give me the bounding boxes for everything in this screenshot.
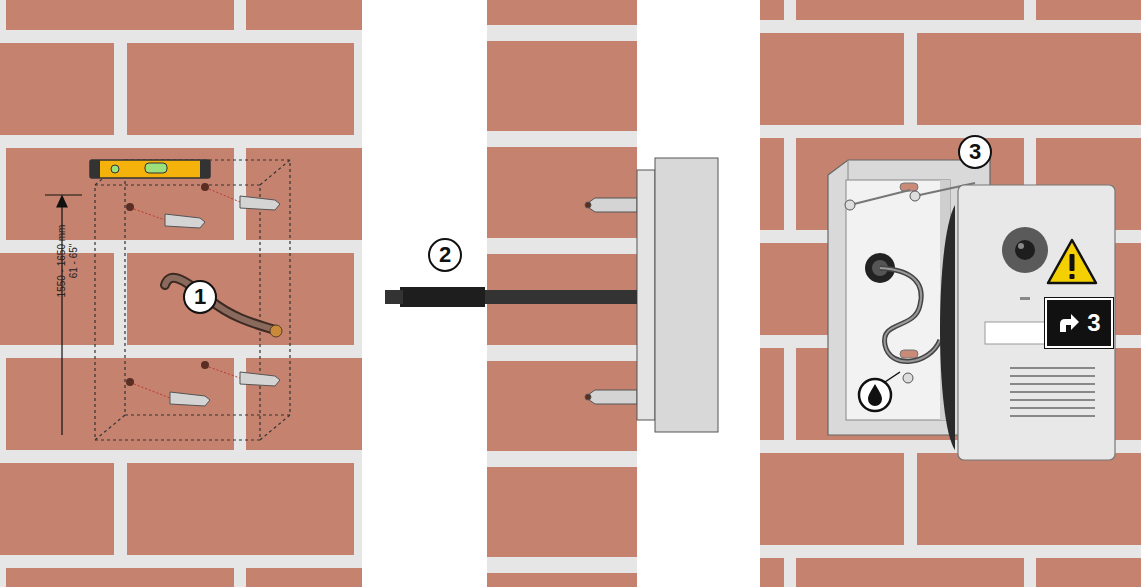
height-dimension bbox=[45, 195, 82, 435]
callout-number: 1 bbox=[194, 286, 206, 308]
wall-plugs bbox=[134, 189, 280, 406]
step-reference-box: 3 bbox=[1045, 298, 1113, 348]
door-station bbox=[940, 185, 1115, 460]
spirit-level bbox=[90, 160, 210, 178]
callout-circle: 3 bbox=[958, 135, 992, 169]
height-dimension-label: 1550 - 1650 mm61 - 65" bbox=[56, 224, 80, 297]
arrow-icon bbox=[1057, 312, 1081, 334]
callout-number: 3 bbox=[969, 141, 981, 163]
step-number: 3 bbox=[1087, 311, 1100, 335]
callout-circle: 2 bbox=[428, 238, 462, 272]
dimension-text: 61 - 65" bbox=[68, 224, 80, 297]
cable bbox=[165, 278, 282, 337]
section-cable bbox=[385, 287, 637, 307]
callout-number: 2 bbox=[439, 244, 451, 266]
warning-symbol bbox=[1048, 240, 1096, 283]
dimension-text: 1550 - 1650 mm bbox=[56, 224, 68, 297]
callout-circle: 1 bbox=[183, 280, 217, 314]
section-housing bbox=[637, 158, 718, 432]
brick-wall bbox=[760, 0, 1141, 587]
dashed-outline bbox=[95, 160, 290, 440]
brick-wall bbox=[0, 0, 362, 587]
water-drop-symbol bbox=[859, 372, 900, 411]
